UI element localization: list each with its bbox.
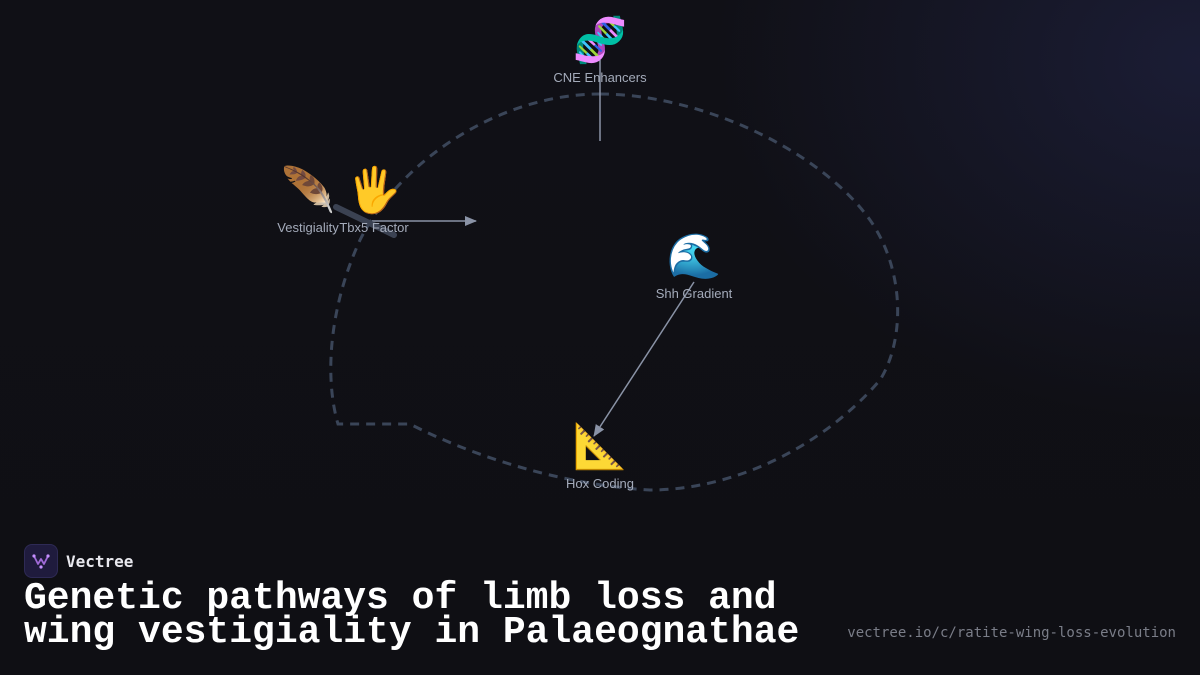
edge-tbx5-vestigiality-inhibit: [333, 204, 397, 238]
edge-shh-hox-arrow: [593, 281, 695, 437]
node-tbx5-factor[interactable]: 🖐 Tbx5 Factor: [304, 166, 444, 236]
page-title: Genetic pathways of limb loss and wing v…: [24, 577, 800, 654]
wave-icon: 🌊: [666, 232, 722, 281]
brand-name: Vectree: [66, 551, 134, 571]
node-label: CNE Enhancers: [553, 70, 647, 85]
node-shh-gradient[interactable]: 🌊 Shh Gradient: [624, 232, 764, 302]
hand-icon: 🖐: [346, 166, 402, 215]
source-url[interactable]: vectree.io/c/ratite-wing-loss-evolution: [847, 625, 1176, 641]
node-label: Shh Gradient: [655, 286, 733, 301]
dna-icon: 🧬: [572, 16, 628, 65]
node-hox-coding[interactable]: 📐 Hox Coding: [530, 422, 670, 492]
node-label: Vestigiality: [277, 220, 339, 235]
node-cne-enhancers[interactable]: 🧬 CNE Enhancers: [530, 16, 670, 86]
node-label: Tbx5 Factor: [339, 220, 409, 235]
pathway-boundary: [329, 92, 900, 492]
node-label: Hox Coding: [566, 476, 634, 491]
triangular-ruler-icon: 📐: [572, 422, 628, 471]
feather-icon: 🪶: [280, 166, 336, 215]
node-vestigiality[interactable]: 🪶 Vestigiality: [238, 166, 378, 236]
brand[interactable]: Vectree: [24, 544, 133, 578]
vectree-logo-icon: [24, 544, 58, 578]
